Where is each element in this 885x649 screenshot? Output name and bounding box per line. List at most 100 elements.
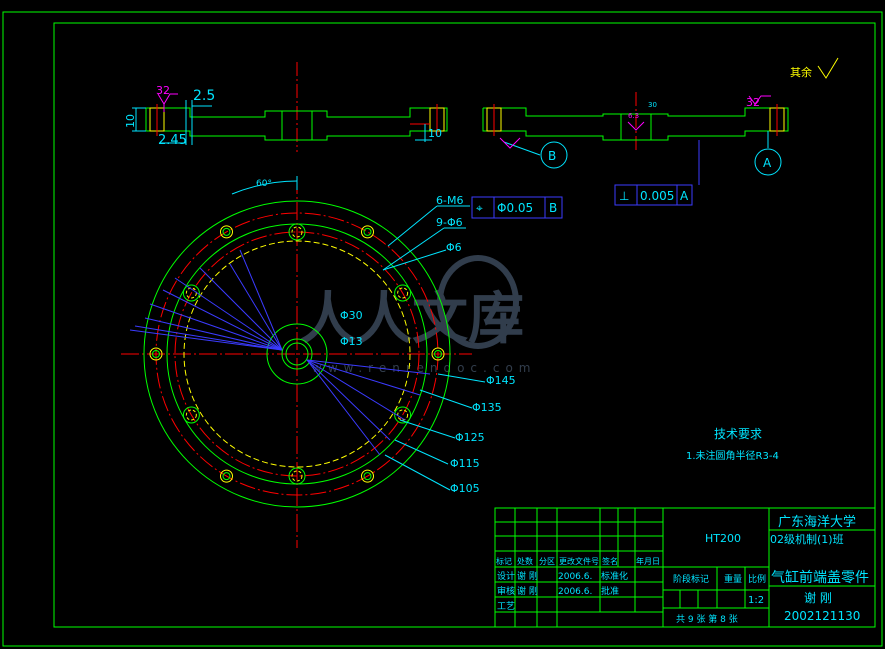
material-label: HT200 xyxy=(705,532,741,545)
through-hole-core-1 xyxy=(152,350,160,358)
tapped-hole-core-0 xyxy=(185,409,197,421)
position-symbol-icon: ⌖ xyxy=(476,201,483,215)
row-design-std: 标准化 xyxy=(601,570,628,582)
hdr-zone: 分区 xyxy=(539,557,555,566)
hidden-circle-105 xyxy=(183,240,411,468)
leader-left-3 xyxy=(149,303,283,351)
leader-right-2 xyxy=(306,359,406,421)
scale-value: 1:2 xyxy=(748,595,764,606)
drawer-name: 谢 刚 xyxy=(804,590,832,605)
leader-left-6 xyxy=(199,267,283,351)
roughness-value-right: 32 xyxy=(746,96,760,109)
label-d135: Φ135 xyxy=(472,401,502,414)
tapped-hole-4 xyxy=(394,406,412,424)
watermark-text: 人人文库 xyxy=(300,287,524,352)
sheet-count: 共 9 张 第 8 张 xyxy=(676,613,738,625)
row-process-label: 工艺 xyxy=(497,601,515,612)
hdr-stage: 阶段标记 xyxy=(673,573,709,585)
tapped-hole-core-1 xyxy=(185,287,197,299)
leader-left-2 xyxy=(144,317,283,351)
hdr-signature: 签名 xyxy=(602,556,618,566)
datum-b-circle xyxy=(540,141,568,169)
outer-frame xyxy=(2,11,883,647)
through-hole-3 xyxy=(361,225,374,239)
hdr-date: 年月日 xyxy=(636,556,660,566)
through-hole-4 xyxy=(431,347,445,361)
perpendicular-datum: A xyxy=(680,189,689,203)
tapped-hole-2 xyxy=(288,223,306,241)
through-hole-1 xyxy=(149,347,163,361)
side-view-right: B A 32 6.3 30 其余 ⊥ 0.005 A xyxy=(482,57,839,206)
position-tolerance-frame: ⌖ Φ0.05 B xyxy=(471,196,563,219)
through-hole-0 xyxy=(220,469,233,483)
part-name: 气缸前端盖零件 xyxy=(771,569,869,586)
through-hole-core-2 xyxy=(222,227,231,236)
hdr-weight: 重量 xyxy=(724,573,742,585)
hdr-change-doc: 更改文件号 xyxy=(559,556,599,566)
row-review-date: 2006.6. xyxy=(558,587,592,597)
datum-a-label: A xyxy=(763,156,772,170)
hdr-count: 处数 xyxy=(517,556,533,566)
left-view-dimension-lines xyxy=(132,100,432,145)
tapped-hole-core-3 xyxy=(397,287,409,299)
bolt-circle-outer xyxy=(155,212,439,496)
roughness-value-left: 32 xyxy=(156,84,170,97)
class-name: 02级机制(1)班 xyxy=(770,532,844,546)
through-hole-2 xyxy=(220,225,233,239)
dim-thickness-label: 2.5 xyxy=(193,88,215,104)
roughness-mid-label: 6.3 xyxy=(628,112,639,120)
hdr-scale: 比例 xyxy=(748,573,766,585)
leader-right-1 xyxy=(306,359,421,396)
technical-requirements: 技术要求 1.未注圆角半径R3-4 xyxy=(686,427,779,462)
row-review-label: 审核 xyxy=(497,585,515,597)
roughness-symbol-icon xyxy=(157,93,178,105)
row-review-approve: 批准 xyxy=(601,585,619,597)
callout-lines xyxy=(382,205,486,491)
leader-left-5 xyxy=(174,277,283,351)
label-hole-dia: Φ6 xyxy=(446,241,462,254)
tech-req-title: 技术要求 xyxy=(714,427,762,441)
through-hole-core-3 xyxy=(363,227,372,236)
tapped-hole-core-2 xyxy=(291,226,303,238)
row-design-label: 设计 xyxy=(497,570,515,582)
label-d125: Φ125 xyxy=(455,431,485,444)
label-d145: Φ145 xyxy=(486,374,516,387)
dim-height-label: 10 xyxy=(124,114,137,128)
leader-left-0 xyxy=(129,329,283,351)
label-tapped-holes: 6-M6 xyxy=(436,194,463,207)
through-hole-5 xyxy=(361,469,374,483)
tapped-hole-core-5 xyxy=(291,470,303,482)
other-surfaces-roughness-icon xyxy=(817,57,839,79)
tapped-hole-1 xyxy=(182,284,200,302)
label-bore-inner: Φ13 xyxy=(340,335,363,348)
bore-circle xyxy=(281,338,313,370)
plan-view: 60° 6-M6 9-Φ6 Φ6 Φ30 Φ13 Φ145 Φ135 Φ125 … xyxy=(121,176,563,548)
row-design-date: 2006.6. xyxy=(558,572,592,582)
dim-right-label: 10 xyxy=(428,127,442,140)
school-name: 广东海洋大学 xyxy=(778,514,856,530)
title-block: HT200 广东海洋大学 02级机制(1)班 气缸前端盖零件 谢 刚 20021… xyxy=(494,507,876,628)
leader-right-4 xyxy=(306,359,381,456)
right-view-outline xyxy=(482,107,789,141)
leader-right-0 xyxy=(306,359,431,375)
dim-offset-label: 2.45 xyxy=(158,133,187,148)
other-surfaces-label: 其余 xyxy=(790,65,812,79)
watermark: 人人文库 www.renrendoc.com xyxy=(300,255,530,375)
outer-circle xyxy=(143,200,451,508)
hdr-mark: 标记 xyxy=(496,556,512,566)
title-block-grid xyxy=(494,507,876,628)
position-datum: B xyxy=(549,201,557,215)
bolt-circle-inner xyxy=(174,231,420,477)
angle-arc xyxy=(231,180,298,195)
side-view-left: 2.5 10 2.45 10 32 xyxy=(124,62,448,152)
watermark-ring-icon xyxy=(437,255,519,349)
perpendicular-symbol-icon: ⊥ xyxy=(619,189,629,203)
inner-frame xyxy=(53,22,876,628)
label-d105: Φ105 xyxy=(450,482,480,495)
label-bore-outer: Φ30 xyxy=(340,309,363,322)
label-through-holes: 9-Φ6 xyxy=(436,216,463,229)
leader-left-1 xyxy=(134,325,283,351)
through-hole-core-4 xyxy=(434,350,442,358)
tapped-hole-0 xyxy=(182,406,200,424)
